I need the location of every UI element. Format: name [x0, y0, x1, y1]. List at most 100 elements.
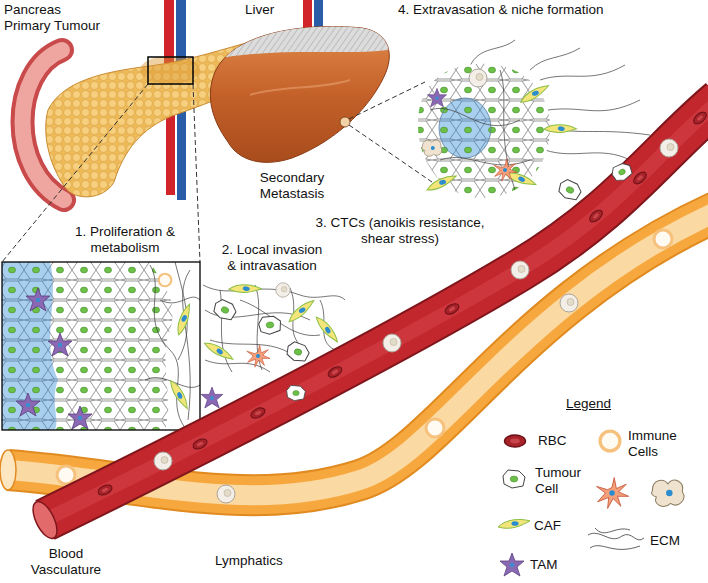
blood-vessel-part: [632, 170, 649, 186]
step-label: 2. Local invasion & intravasation: [218, 242, 326, 273]
metastatic-niche-part: [469, 69, 487, 87]
invasion-front-part: [285, 299, 317, 323]
liver-organ-part: [349, 82, 425, 119]
invasion-front-part-part: [240, 300, 320, 336]
legend-text: TAM: [530, 557, 558, 573]
metastatic-niche-part: [518, 84, 551, 103]
blood-vessel-part: [587, 208, 604, 224]
pancreas-organ-part: [148, 57, 193, 84]
tumour-inset-part-part: [150, 262, 200, 430]
pancreas-organ-part: [193, 84, 200, 262]
metastatic-niche-part: [557, 178, 584, 202]
legend-icons-part: [505, 435, 526, 447]
legend-text: ECM: [650, 533, 680, 549]
liver-organ-part: [250, 80, 350, 95]
metastatic-niche-part-part: [440, 158, 530, 165]
invasion-front-part: [276, 283, 290, 297]
legend-text: Immune Cells: [628, 428, 686, 459]
pancreas-organ-part: [177, 110, 186, 200]
legend-icons-part: [500, 553, 524, 576]
pancreas-organ-part: [166, 110, 175, 195]
tumour-inset-part-part: [172, 303, 196, 335]
invasion-front-part: [258, 314, 283, 336]
tumour-inset: [2, 262, 200, 430]
metastatic-niche-part-part: [545, 150, 630, 160]
tumour-inset-part-part-part: [160, 297, 200, 303]
metastatic-niche-part: [544, 122, 577, 136]
metastatic-niche-part: [425, 174, 458, 191]
blood-vessel-part: [443, 302, 460, 317]
tumour-inset-part-part-part: [150, 265, 185, 428]
blood-vessel-part: [45, 100, 708, 520]
lymphatic-vessel-part: [654, 230, 672, 248]
organ-label: Pancreas Primary Tumour: [4, 2, 106, 33]
lymphatic-vessel-part: [57, 466, 75, 484]
lymphatic-vessel-part: [0, 450, 16, 490]
metastatic-niche-part-part: [540, 65, 625, 80]
liver-organ-part: [340, 117, 350, 127]
blood-vessel-part: [383, 334, 401, 352]
blood-vessel-part: [154, 452, 172, 470]
metastatic-niche-part-part: [430, 108, 520, 125]
tumour-inset-part: [2, 262, 200, 430]
blood-vessel-part: [287, 385, 306, 400]
pancreas-organ-part: [140, 56, 200, 84]
metastatic-niche-part-part: [470, 40, 515, 66]
blood-vessel: [28, 100, 708, 542]
step-label: 3. CTCs (anoikis resistance, shear stres…: [308, 215, 492, 246]
legend-icons-part: [498, 519, 530, 528]
metastatic-niche-part: [439, 98, 491, 158]
blood-vessel-part: [45, 100, 708, 520]
blood-vessel-part: [45, 100, 708, 520]
metastatic-niche-part: [430, 70, 530, 190]
invasion-front-part: [212, 298, 239, 322]
legend-icons-part-part: [595, 528, 630, 533]
legend-icons-part: [600, 431, 620, 451]
invasion-front-part: [229, 282, 262, 296]
tumour-inset-part-part: [159, 274, 172, 287]
legend-text: RBC: [538, 433, 567, 449]
legend-text: Tumour Cell: [535, 465, 589, 496]
legend-icons-part-part: [590, 546, 640, 550]
legend-icons-part: [588, 528, 644, 549]
tumour-inset-part-part: [68, 406, 92, 429]
metastatic-niche-part-part: [548, 100, 640, 111]
organ-label: Secondary Metastasis: [246, 170, 338, 201]
liver-organ-part: [200, 20, 400, 62]
tumour-inset-part-part: [2, 262, 58, 430]
invasion-front-part: [315, 313, 339, 345]
legend-icons-part: [652, 480, 684, 506]
metastatic-niche-part: [427, 88, 446, 106]
metastatic-niche-part: [494, 159, 517, 181]
blood-vessel-part: [326, 365, 343, 380]
legend-icons-part: [597, 478, 629, 509]
liver-organ: [200, 0, 432, 182]
tumour-inset-part-part: [2, 262, 177, 430]
invasion-front-part: [247, 345, 270, 367]
invasion-front-part: [201, 387, 223, 408]
step-label: 1. Proliferation & metabolism: [65, 224, 185, 255]
tumour-inset-part-part: [145, 262, 200, 428]
legend-icons-part: [503, 470, 525, 488]
tumour-inset-part-part: [26, 288, 50, 311]
invasion-front-part-part: [203, 285, 345, 300]
blood-vessel-part: [609, 160, 634, 184]
blood-vessel-part: [660, 139, 678, 157]
blood-vessel-part: [96, 483, 113, 497]
vessel-label: Blood Vasculature: [24, 546, 108, 577]
blood-vessel-part: [511, 261, 529, 279]
metastatic-niche-part: [410, 60, 555, 205]
blood-vessel-part: [191, 437, 208, 451]
blood-vessel-part: [691, 110, 708, 126]
legend-text: CAF: [534, 518, 561, 534]
tumour-inset-part-part: [16, 393, 40, 416]
tumour-inset-part-part: [48, 333, 72, 356]
invasion-front-part: [285, 340, 311, 363]
blood-vessel-part: [249, 406, 266, 420]
tumour-inset-part-part: [169, 378, 188, 411]
lymphatic-vessel-part: [217, 485, 235, 503]
lymphatic-vessel-part: [426, 419, 444, 437]
